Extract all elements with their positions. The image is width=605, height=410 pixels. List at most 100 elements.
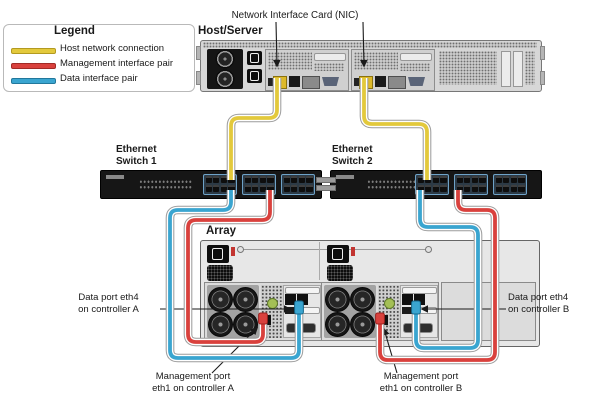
pci-slot [400, 53, 432, 61]
brand-label [336, 175, 354, 179]
psu-fan-grille [207, 265, 233, 281]
server-top-vent [203, 42, 537, 48]
switch-port [283, 184, 290, 192]
fan-bay [207, 285, 259, 338]
switch-port [291, 184, 298, 192]
psu-fan-grille [327, 265, 353, 281]
array-psu-a [207, 245, 239, 282]
data-port-a-label: Data port eth4 on controller A [78, 292, 139, 315]
switch-port [205, 176, 212, 184]
switch-link-connector [316, 185, 336, 191]
switch-port [495, 176, 502, 184]
switch-port [267, 184, 274, 192]
switch-port [456, 184, 463, 192]
legend-title: Legend [54, 25, 95, 37]
power-inlet [247, 69, 262, 83]
brand-label [106, 175, 124, 179]
fan-bay [324, 285, 376, 338]
switch-port [259, 184, 266, 192]
server-io-module-1 [265, 49, 349, 91]
chassis-divider [319, 242, 320, 280]
switch-port [306, 176, 313, 184]
port-group [454, 173, 488, 195]
vent-block [525, 51, 535, 85]
legend-item-management-pair: Management interface pair [60, 58, 174, 69]
fan-icon [208, 287, 233, 312]
switch-port [464, 176, 471, 184]
management-port-eth1-b [378, 315, 388, 325]
io-slot [285, 287, 320, 294]
nic-port-1 [273, 76, 287, 89]
legend-item-data-pair: Data interface pair [60, 73, 138, 84]
riser-slot [501, 51, 511, 87]
rack-ear [196, 71, 201, 85]
power-inlet [247, 51, 262, 65]
host-server-label: Host/Server [198, 25, 263, 37]
io-port [388, 76, 406, 89]
array-psu-b [327, 245, 359, 282]
ethernet-port [289, 76, 300, 87]
switch-port [259, 176, 266, 184]
power-switch [351, 247, 355, 256]
power-switch [231, 247, 235, 256]
switch-port [213, 184, 220, 192]
data-port-b-label: Data port eth4 on controller B [508, 292, 570, 315]
host-connection-swatch [11, 48, 56, 54]
switch-port [220, 184, 227, 192]
management-port-eth1-a [261, 315, 271, 325]
array-label: Array [206, 225, 237, 237]
switch-port [510, 176, 517, 184]
switch-port [432, 176, 439, 184]
switch-port [518, 176, 525, 184]
switch-port [464, 184, 471, 192]
data-port-eth4-a [297, 294, 308, 305]
switch-port [471, 184, 478, 192]
rack-ear [196, 46, 201, 60]
ethernet-switch-1 [100, 170, 322, 199]
switch-port [425, 176, 432, 184]
switch-port [417, 184, 424, 192]
switch-port [267, 176, 274, 184]
port-group [203, 173, 237, 195]
rack-ear [540, 71, 545, 85]
switch-port [283, 176, 290, 184]
vga-connector [322, 77, 339, 86]
server-fan-grille [207, 49, 243, 89]
data-pair-swatch [11, 78, 56, 84]
switch-port [306, 184, 313, 192]
fan-icon [325, 312, 350, 337]
fan-icon [350, 312, 375, 337]
io-port [302, 76, 320, 89]
io-port [285, 307, 295, 314]
io-slot [297, 307, 320, 314]
fan-icon [325, 287, 350, 312]
io-slot [402, 287, 437, 294]
mgmt-port-a-label: Management port eth1 on controller A [152, 371, 234, 394]
legend-item-host-connection: Host network connection [60, 43, 165, 54]
serial-port [286, 323, 316, 333]
switch-port [518, 184, 525, 192]
server-io-module-2 [351, 49, 435, 91]
screw [425, 246, 432, 253]
switch-port [425, 184, 432, 192]
switch-port [252, 176, 259, 184]
controller-a [204, 282, 322, 341]
port-group [281, 173, 315, 195]
vga-connector [408, 77, 425, 86]
io-port [402, 307, 412, 314]
switch-port [213, 176, 220, 184]
nic-port-2 [359, 76, 373, 89]
switch-port [503, 176, 510, 184]
port-group [242, 173, 276, 195]
switch-port [471, 176, 478, 184]
rj45-port [402, 294, 413, 305]
host-network-cable-2 [364, 78, 427, 180]
switch-port [298, 176, 305, 184]
port-group [493, 173, 527, 195]
array-chassis [200, 240, 540, 347]
legend-box: Legend Host network connection Managemen… [3, 24, 195, 92]
status-button [267, 298, 278, 309]
io-slot [414, 307, 437, 314]
host-network-cable-1 [231, 78, 277, 180]
